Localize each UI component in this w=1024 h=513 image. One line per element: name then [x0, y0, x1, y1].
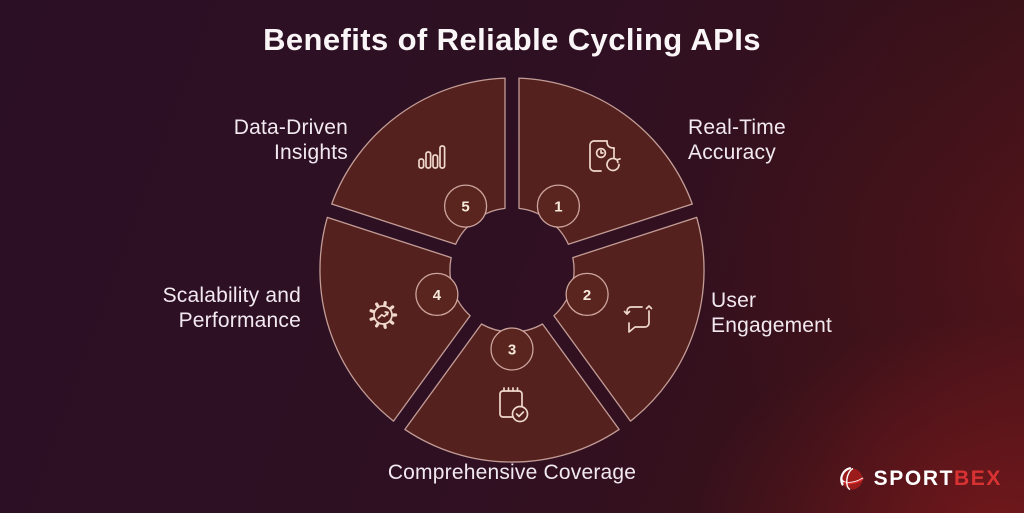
label-scalability-performance: Scalability and Performance: [163, 284, 301, 334]
bar-chart-icon: [418, 145, 446, 169]
segment-4-number: 4: [433, 287, 442, 304]
segment-5-number-circle: [443, 184, 488, 228]
sportbex-globe-icon: [839, 467, 864, 491]
segment-1-number: 1: [554, 199, 562, 216]
label-line: Insights: [274, 140, 348, 164]
label-line: Real-Time: [688, 116, 786, 139]
label-comprehensive-coverage: Comprehensive Coverage: [0, 461, 1024, 486]
label-line: Data-Driven: [233, 116, 348, 139]
label-line: User: [711, 289, 757, 312]
label-line: Scalability and: [162, 284, 301, 307]
segment-2-number-circle: [565, 272, 609, 317]
chat-sync-icon: [623, 305, 653, 333]
label-line: Performance: [178, 308, 301, 332]
page-title: Benefits of Reliable Cycling APIs: [263, 22, 761, 57]
label-line: Engagement: [711, 313, 833, 337]
document-refresh-icon: [589, 140, 621, 172]
sportbex-logo: SPORTBEX: [837, 464, 1002, 494]
segment-3-number-circle: [490, 327, 534, 371]
segment-5-number: 5: [461, 199, 469, 216]
segment-2-number: 2: [583, 287, 591, 304]
logo-wordmark: SPORTBEX: [874, 467, 1002, 491]
notepad-check-icon: [499, 387, 529, 423]
label-line: Comprehensive Coverage: [387, 461, 637, 484]
segment-1-number-circle: [536, 184, 581, 228]
label-user-engagement: User Engagement: [711, 289, 832, 339]
segment-3-number: 3: [508, 342, 516, 359]
gear-performance-icon: [369, 301, 398, 329]
logo-sport: SPORT: [873, 467, 955, 490]
logo-bex: BEX: [954, 467, 1002, 490]
segment-4-number-circle: [415, 272, 459, 317]
label-line: Accuracy: [688, 140, 776, 164]
label-real-time-accuracy: Real-Time Accuracy: [688, 116, 786, 166]
cycle-diagram: 1 2 3 4 5: [319, 77, 705, 463]
label-data-driven-insights: Data-Driven Insights: [234, 116, 348, 166]
